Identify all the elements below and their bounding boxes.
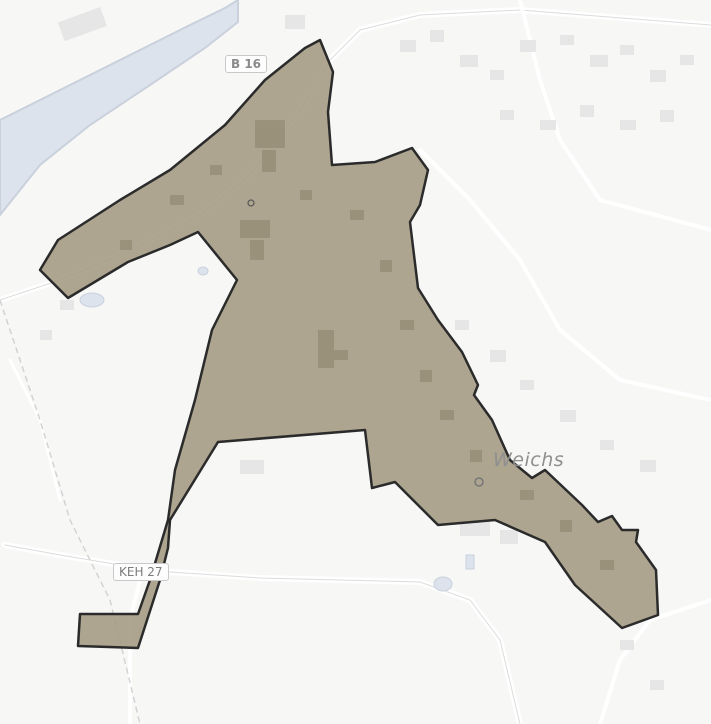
railway <box>0 299 141 724</box>
highlighted-area[interactable] <box>38 38 660 650</box>
place-label-weichs: Weichs <box>493 449 565 471</box>
poi-marker <box>247 199 255 207</box>
river <box>0 0 239 217</box>
buildings <box>40 7 694 690</box>
road-shield-b16: B 16 <box>225 55 268 73</box>
place-marker <box>474 477 484 487</box>
ponds <box>79 266 475 592</box>
area-inner-buildings <box>120 120 614 570</box>
road-shield-keh: KEH 27 <box>113 563 169 581</box>
